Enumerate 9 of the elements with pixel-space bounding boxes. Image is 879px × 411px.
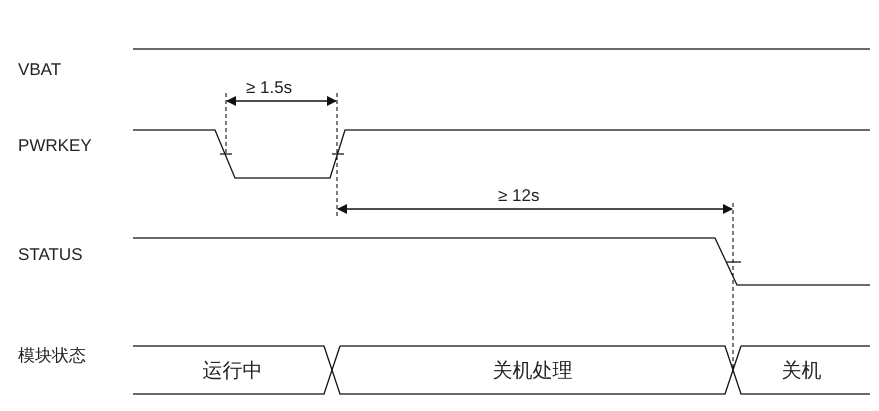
signal-name: 模块状态 [18, 346, 86, 366]
signal-name: STATUS [18, 245, 83, 265]
state-label: 运行中 [202, 358, 264, 382]
state-label: 关机处理 [492, 358, 574, 382]
signal-name: PWRKEY [18, 136, 92, 156]
state-label: 关机 [780, 358, 822, 382]
dimension-label: ≥ 12s [498, 186, 540, 206]
dimension-label: ≥ 1.5s [246, 78, 292, 98]
signal-name: VBAT [18, 60, 62, 80]
